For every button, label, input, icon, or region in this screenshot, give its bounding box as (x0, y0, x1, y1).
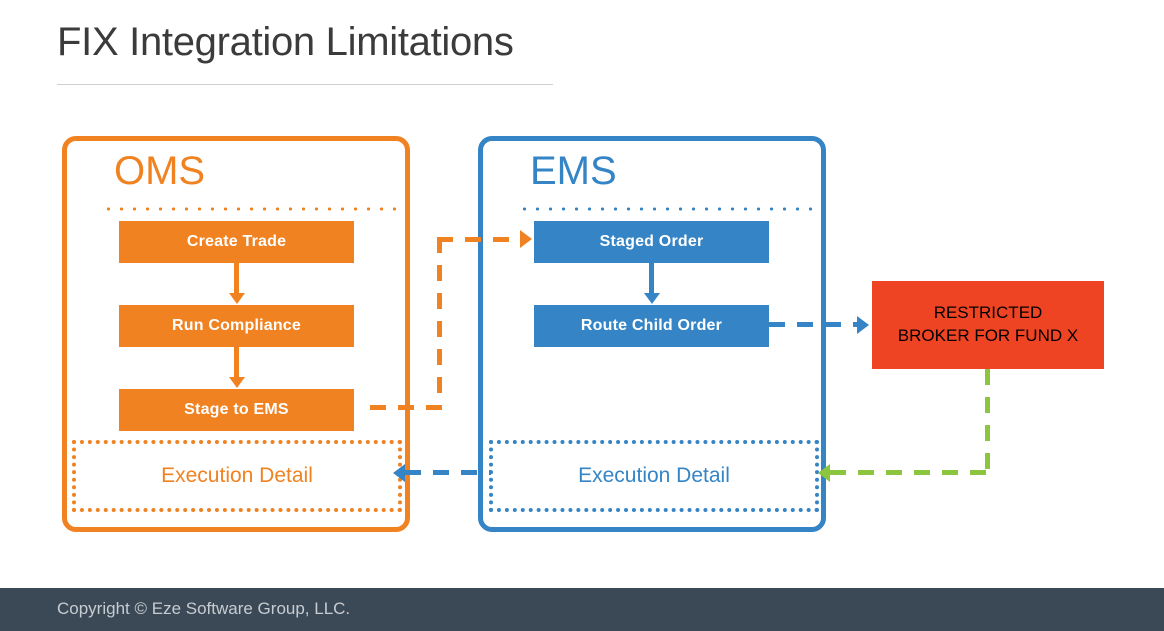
footer-copyright: Copyright © Eze Software Group, LLC. (57, 599, 351, 618)
connector-route-child-order-to-restricted-broker (769, 322, 857, 327)
panel-oms-heading: OMS (114, 149, 206, 193)
arrowhead-into-staged-order (520, 230, 532, 248)
arrow-run-compliance-to-stage-to-ems (234, 347, 239, 378)
page-title: FIX Integration Limitations (57, 20, 514, 64)
arrowhead-into-restricted-broker (857, 316, 869, 334)
title-divider (57, 84, 553, 85)
connector-stage-to-ems-vertical (437, 237, 442, 410)
step-create-trade[interactable]: Create Trade (119, 221, 354, 263)
footer-bar: Copyright © Eze Software Group, LLC. (0, 588, 1164, 631)
restricted-broker-box[interactable]: RESTRICTED BROKER FOR FUND X (872, 281, 1104, 369)
step-stage-to-ems[interactable]: Stage to EMS (119, 389, 354, 431)
step-staged-order[interactable]: Staged Order (534, 221, 769, 263)
oms-execution-detail[interactable]: Execution Detail (72, 440, 402, 512)
restricted-broker-line2: BROKER FOR FUND X (897, 326, 1079, 345)
panel-ems-divider (518, 207, 815, 211)
arrowhead-into-ems-execution-detail (818, 464, 830, 482)
connector-restricted-broker-vertical (985, 369, 990, 475)
connector-restricted-broker-to-ems-execution-detail (830, 470, 990, 475)
ems-execution-detail[interactable]: Execution Detail (489, 440, 819, 512)
arrowhead-into-oms-execution-detail (393, 464, 405, 482)
connector-stage-to-ems-horizontal (370, 405, 442, 410)
connector-stage-to-ems-into-staged-order (437, 237, 522, 242)
step-route-child-order[interactable]: Route Child Order (534, 305, 769, 347)
restricted-broker-line1: RESTRICTED (933, 303, 1043, 323)
arrow-create-trade-to-run-compliance (234, 263, 239, 294)
arrow-staged-order-to-route-child-order (649, 263, 654, 294)
connector-ems-execution-detail-to-oms-execution-detail (405, 470, 491, 475)
panel-oms-divider (102, 207, 399, 211)
panel-ems-heading: EMS (530, 149, 617, 193)
step-run-compliance[interactable]: Run Compliance (119, 305, 354, 347)
